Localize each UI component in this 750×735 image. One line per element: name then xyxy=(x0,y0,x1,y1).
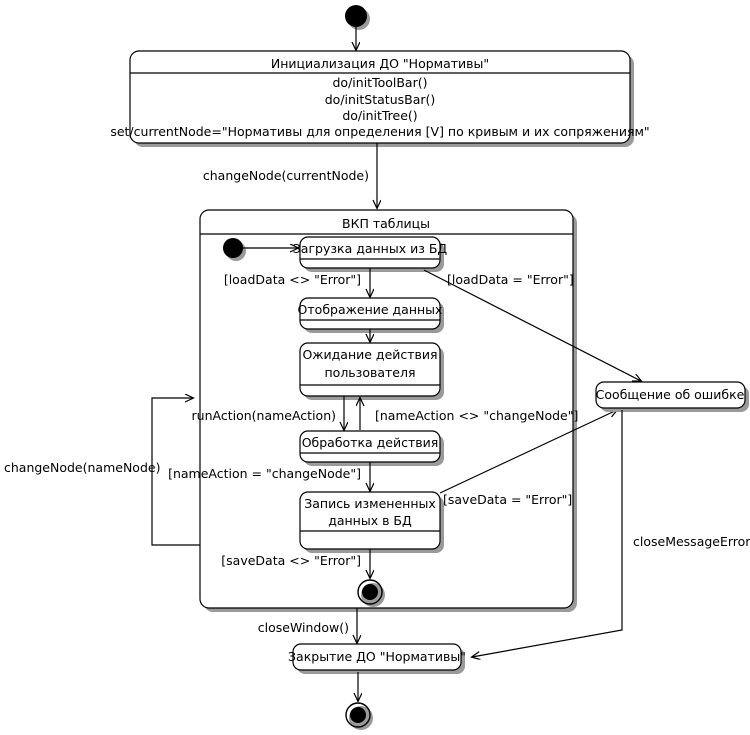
edge-label-close-window: closeWindow() xyxy=(258,620,349,635)
edge-label-run-action: runAction(nameAction) xyxy=(192,408,336,423)
composite-state-table: ВКП таблицы xyxy=(199,209,577,612)
edge-label-save-ok: [saveData <> "Error"] xyxy=(221,553,361,568)
edge-save-to-error xyxy=(439,410,617,494)
state-error-message-name: Сообщение об ошибке xyxy=(596,387,745,402)
state-wait-user-action-line2: пользователя xyxy=(325,365,416,380)
state-wait-user-action: Ожидание действия пользователя xyxy=(299,342,444,400)
state-display-data-name: Отображение данных xyxy=(298,302,443,317)
state-display-data: Отображение данных xyxy=(298,297,444,333)
state-load-data-name: Загрузка данных из БД xyxy=(293,241,448,256)
edge-label-save-error: [saveData = "Error"] xyxy=(443,492,572,507)
state-load-data: Загрузка данных из БД xyxy=(293,236,448,272)
edge-label-change-node-name: changeNode(nameNode) xyxy=(4,460,160,475)
state-error-message: Сообщение об ошибке xyxy=(595,381,749,412)
final-state-inner xyxy=(357,579,385,607)
edge-label-load-ok: [loadData <> "Error"] xyxy=(224,272,361,287)
initial-state-start xyxy=(345,5,370,30)
state-close: Закрытие ДО "Нормативы" xyxy=(288,643,466,674)
edge-label-close-message-error: closeMessageError() xyxy=(633,534,750,549)
state-save-data-line2: данных в БД xyxy=(328,513,412,528)
state-process-action-name: Обработка действия xyxy=(302,435,439,450)
edge-label-name-action-ne: [nameAction <> "changeNode"] xyxy=(375,408,578,423)
composite-state-name: ВКП таблицы xyxy=(342,216,430,231)
state-close-name: Закрытие ДО "Нормативы" xyxy=(288,649,466,664)
edge-label-name-action-eq: [nameAction = "changeNode"] xyxy=(168,466,361,481)
state-initialization: Инициализация ДО "Нормативы" do/initTool… xyxy=(110,50,650,147)
state-save-data: Запись измененных данных в БД xyxy=(299,491,444,553)
state-wait-user-action-line1: Ожидание действия xyxy=(302,347,437,362)
state-save-data-line1: Запись измененных xyxy=(304,496,436,511)
initial-state-inner xyxy=(223,238,246,261)
edge-load-to-error xyxy=(423,269,641,381)
state-initialization-action-2: do/initTree() xyxy=(342,108,417,123)
state-process-action: Обработка действия xyxy=(299,430,444,466)
edge-change-node-loopback xyxy=(151,398,200,546)
edge-label-change-node-current: changeNode(currentNode) xyxy=(203,168,369,183)
edge-label-load-error: [loadData = "Error"] xyxy=(447,272,574,287)
state-initialization-name: Инициализация ДО "Нормативы" xyxy=(271,56,489,71)
state-initialization-action-1: do/initStatusBar() xyxy=(325,92,436,107)
edge-error-to-close xyxy=(472,410,623,657)
state-initialization-action-0: do/initToolBar() xyxy=(333,75,428,90)
state-initialization-action-3: set/currentNode="Нормативы для определен… xyxy=(110,124,649,139)
final-state xyxy=(345,702,373,730)
